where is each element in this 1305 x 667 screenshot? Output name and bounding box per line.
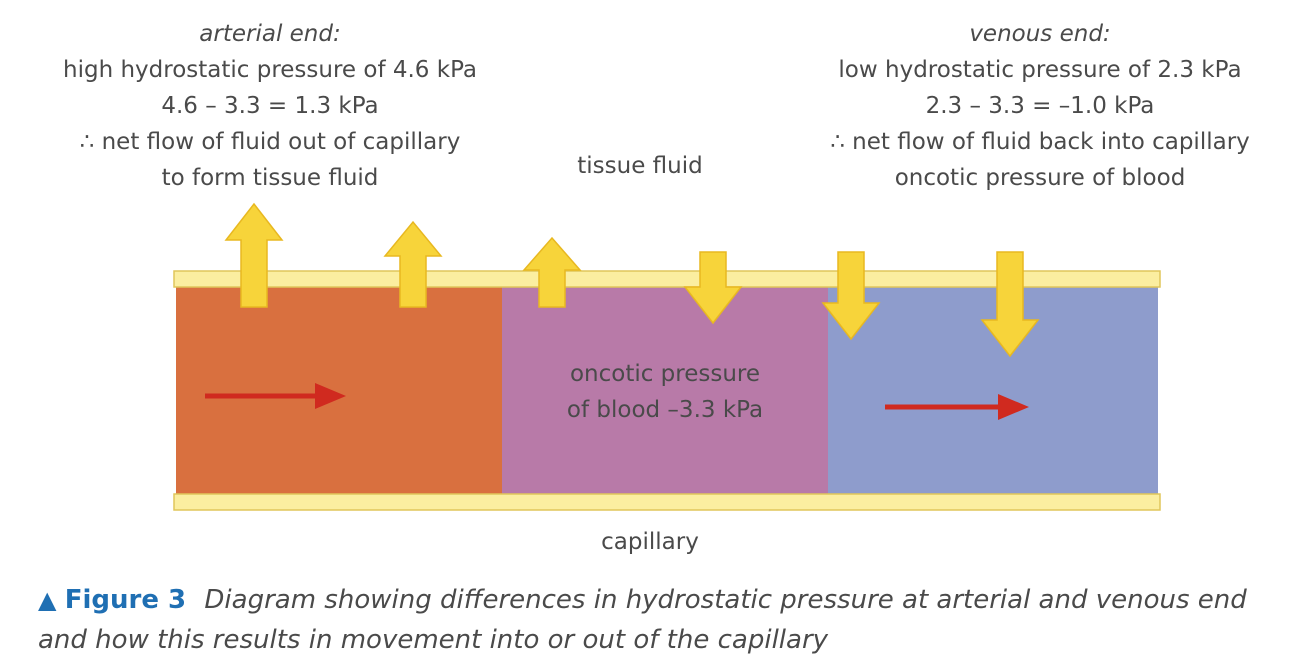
arterial-line-1: high hydrostatic pressure of 4.6 kPa bbox=[63, 57, 477, 83]
figure-number: Figure 3 bbox=[64, 585, 187, 615]
venous-line-2: 2.3 – 3.3 = –1.0 kPa bbox=[925, 93, 1155, 119]
oncotic-pressure-label: oncotic pressure of blood –3.3 kPa bbox=[510, 356, 820, 428]
middle-section bbox=[502, 285, 828, 496]
venous-line-1: low hydrostatic pressure of 2.3 kPa bbox=[838, 57, 1242, 83]
venous-section bbox=[828, 285, 1158, 496]
bottom-wall bbox=[173, 493, 1161, 511]
tissue-fluid-label: tissue fluid bbox=[577, 153, 703, 179]
arterial-heading: arterial end: bbox=[199, 21, 341, 47]
venous-end-label: venous end: low hydrostatic pressure of … bbox=[790, 16, 1290, 196]
arterial-line-3: ∴ net flow of fluid out of capillary bbox=[79, 129, 461, 155]
venous-line-4: oncotic pressure of blood bbox=[894, 165, 1186, 191]
outflow-arrow-3 bbox=[522, 236, 582, 308]
arterial-end-label: arterial end: high hydrostatic pressure … bbox=[20, 16, 520, 196]
inflow-arrow-2 bbox=[821, 251, 881, 341]
arterial-line-4: to form tissue fluid bbox=[161, 165, 379, 191]
inflow-arrow-1 bbox=[683, 251, 743, 325]
caption-text: Diagram showing differences in hydrostat… bbox=[38, 585, 1247, 655]
outflow-arrow-2 bbox=[383, 220, 443, 308]
blood-flow-arrow-right bbox=[885, 394, 1029, 420]
oncotic-line-1: oncotic pressure bbox=[569, 361, 761, 387]
inflow-arrow-3 bbox=[980, 251, 1040, 358]
figure-caption: ▲ Figure 3 Diagram showing differences i… bbox=[38, 580, 1288, 660]
arterial-section bbox=[176, 285, 502, 496]
arterial-line-2: 4.6 – 3.3 = 1.3 kPa bbox=[161, 93, 379, 119]
blood-flow-arrow-left bbox=[205, 383, 346, 409]
triangle-icon: ▲ bbox=[38, 586, 57, 614]
venous-line-3: ∴ net flow of fluid back into capillary bbox=[830, 129, 1250, 155]
venous-heading: venous end: bbox=[969, 21, 1111, 47]
capillary-label: capillary bbox=[601, 529, 699, 555]
outflow-arrow-1 bbox=[224, 202, 284, 308]
oncotic-line-2: of blood –3.3 kPa bbox=[566, 397, 764, 423]
